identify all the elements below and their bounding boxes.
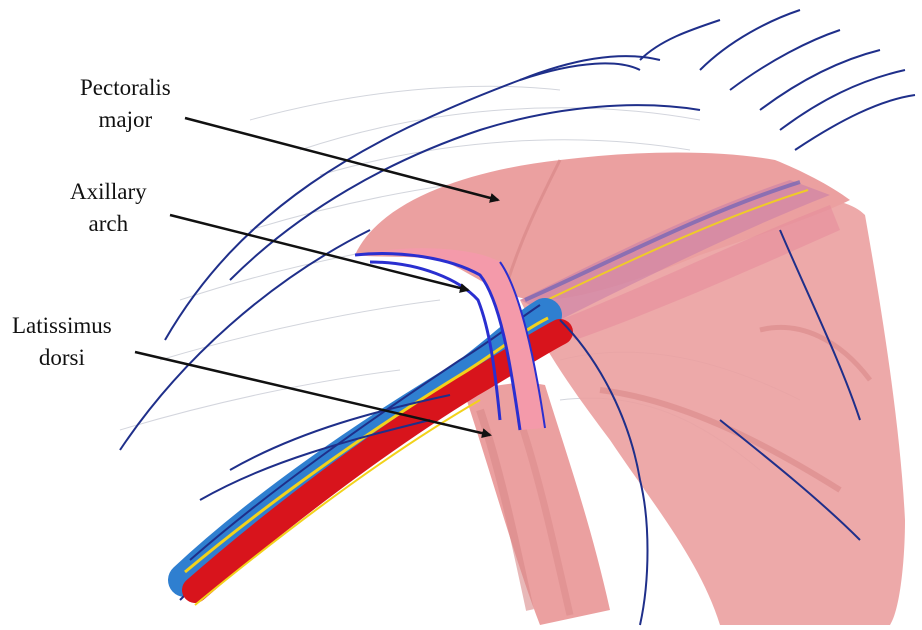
latissimus-dorsi-label-line2: dorsi [12,342,112,374]
pectoralis-pointer-arrow [185,118,498,200]
pectoralis-major-label-line1: Pectoralis [80,72,171,104]
pectoralis-major-label: Pectoralis major [80,72,171,136]
axillary-arch-label: Axillary arch [70,176,147,240]
axillary-arch-label-line2: arch [70,208,147,240]
pectoralis-major-label-line2: major [80,104,171,136]
axillary-arch-label-line1: Axillary [70,176,147,208]
latissimus-dorsi-label: Latissimus dorsi [12,310,112,374]
latissimus-dorsi-label-line1: Latissimus [12,310,112,342]
